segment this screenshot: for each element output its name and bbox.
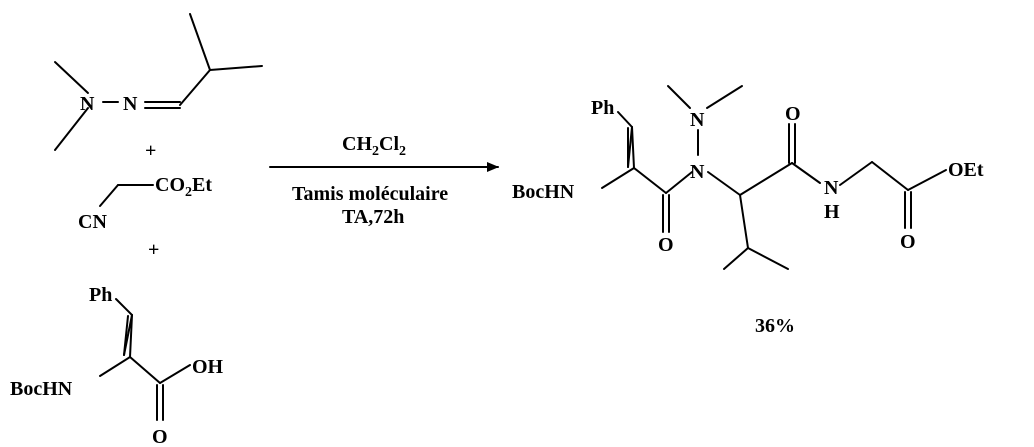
product-oet-label: OEt xyxy=(948,159,984,181)
product-o-amide1-label: O xyxy=(658,234,674,256)
product-n-dimethyl-label: N xyxy=(690,109,705,131)
plus-sign-1: + xyxy=(145,140,156,162)
hydrazone-n2-label: N xyxy=(123,93,138,115)
isocyanide-cn-label: CN xyxy=(78,211,107,233)
product-o-ester-label: O xyxy=(900,231,916,253)
hydrazone-reagent: N N xyxy=(54,13,263,151)
product-o-amide2-label: O xyxy=(785,103,801,125)
product-nh-n-label: N xyxy=(824,177,839,199)
hydrazone-n1-label: N xyxy=(80,93,95,115)
amino-acid-o-label: O xyxy=(152,426,168,447)
conditions-line-2: TA,72h xyxy=(342,206,404,228)
conditions-line-1: Tamis moléculaire xyxy=(292,183,448,205)
isocyanide-ester-label: CO2Et xyxy=(155,174,212,200)
boc-phe-oh-reagent: Ph BocHN OH O xyxy=(10,284,224,447)
amino-acid-bochn-label: BocHN xyxy=(10,378,73,400)
product-nh-h-label: H xyxy=(824,201,840,223)
yield-label: 36% xyxy=(755,315,795,337)
product-ph-label: Ph xyxy=(591,97,614,119)
amino-acid-oh-label: OH xyxy=(192,356,224,378)
solvent-label: CH2Cl2 xyxy=(342,133,406,159)
product-bochn-label: BocHN xyxy=(512,181,575,203)
product-structure: Ph BocHN O N N O N H OEt O xyxy=(512,85,984,270)
product-n-hydrazide-label: N xyxy=(690,161,705,183)
isocyanide-reagent: CO2Et CN xyxy=(78,174,212,233)
amino-acid-ph-label: Ph xyxy=(89,284,112,306)
plus-sign-2: + xyxy=(148,239,159,261)
